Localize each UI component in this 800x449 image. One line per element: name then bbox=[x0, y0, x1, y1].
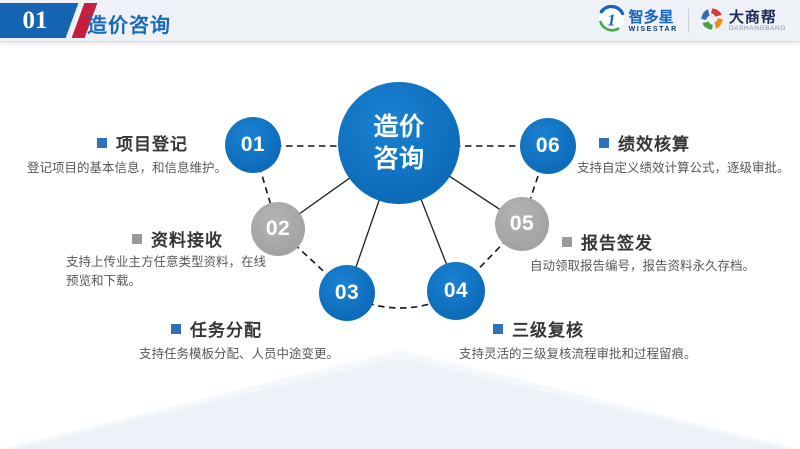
page-title: 造价咨询 bbox=[87, 15, 171, 37]
dashangbang-icon bbox=[699, 6, 725, 37]
bullet-square-icon bbox=[132, 233, 142, 244]
dashangbang-name: 大商帮 bbox=[728, 8, 777, 26]
logo-group: 1 智多星 WISESTAR bbox=[598, 4, 786, 37]
bullet-square-icon bbox=[493, 323, 503, 334]
feature-title: 绩效核算 bbox=[618, 135, 690, 154]
bullet-square-icon bbox=[97, 137, 107, 148]
node-circle-01: 01 bbox=[225, 117, 281, 173]
feature-label-01: 项目登记 bbox=[97, 130, 188, 155]
feature-label-05: 报告签发 bbox=[562, 229, 653, 254]
bullet-square-icon bbox=[599, 137, 609, 148]
slide-header: 01 造价咨询 1 智多星 WISESTAR bbox=[0, 0, 800, 42]
feature-desc-02: 支持上传业主方任意类型资料，在线预览和下载。 bbox=[66, 255, 267, 288]
bullet-square-icon bbox=[171, 323, 181, 334]
node-number: 03 bbox=[334, 281, 360, 304]
node-circle-06: 06 bbox=[520, 118, 576, 174]
feature-title: 报告签发 bbox=[581, 234, 653, 253]
wisestar-icon: 1 bbox=[598, 4, 625, 37]
wisestar-name: 智多星 bbox=[628, 8, 674, 26]
feature-label-06: 绩效核算 bbox=[599, 130, 690, 155]
feature-title: 任务分配 bbox=[190, 321, 262, 340]
feature-label-04: 三级复核 bbox=[493, 316, 584, 341]
feature-title: 项目登记 bbox=[116, 135, 188, 154]
wisestar-sub: WISESTAR bbox=[628, 25, 678, 33]
node-circle-04: 04 bbox=[427, 262, 485, 320]
wisestar-logo: 1 智多星 WISESTAR bbox=[598, 4, 678, 37]
feature-label-02: 资料接收 bbox=[132, 226, 223, 251]
node-number: 04 bbox=[443, 279, 469, 302]
svg-text:1: 1 bbox=[607, 10, 615, 29]
feature-desc-06: 支持自定义绩效计算公式，逐级审批。 bbox=[577, 161, 790, 175]
feature-desc-01: 登记项目的基本信息，和信息维护。 bbox=[27, 161, 228, 175]
feature-desc-04: 支持灵活的三级复核流程审批和过程留痕。 bbox=[459, 347, 697, 361]
center-hub-circle: 造价 咨询 bbox=[338, 82, 460, 204]
feature-title: 资料接收 bbox=[151, 231, 223, 250]
feature-title: 三级复核 bbox=[512, 321, 584, 340]
node-number: 05 bbox=[509, 212, 535, 235]
node-number: 06 bbox=[535, 134, 561, 157]
dashangbang-sub: DASHANGBANG bbox=[728, 24, 786, 32]
section-index: 01 bbox=[22, 7, 48, 34]
node-number: 02 bbox=[265, 217, 291, 240]
center-hub-line1: 造价 bbox=[373, 112, 425, 141]
dashangbang-logo: 大商帮 DASHANGBANG bbox=[699, 6, 786, 37]
node-number: 01 bbox=[240, 133, 266, 156]
node-circle-05: 05 bbox=[495, 197, 549, 251]
section-index-badge: 01 bbox=[0, 3, 79, 38]
node-circle-02: 02 bbox=[251, 202, 305, 256]
logo-divider bbox=[687, 9, 689, 33]
feature-label-03: 任务分配 bbox=[171, 316, 262, 341]
feature-desc-03: 支持任务模板分配、人员中途变更。 bbox=[139, 347, 340, 361]
node-circle-03: 03 bbox=[319, 265, 375, 321]
bullet-square-icon bbox=[562, 236, 572, 247]
center-hub-line2: 咨询 bbox=[373, 145, 425, 173]
feature-desc-05: 自动领取报告编号，报告资料永久存档。 bbox=[530, 259, 756, 273]
